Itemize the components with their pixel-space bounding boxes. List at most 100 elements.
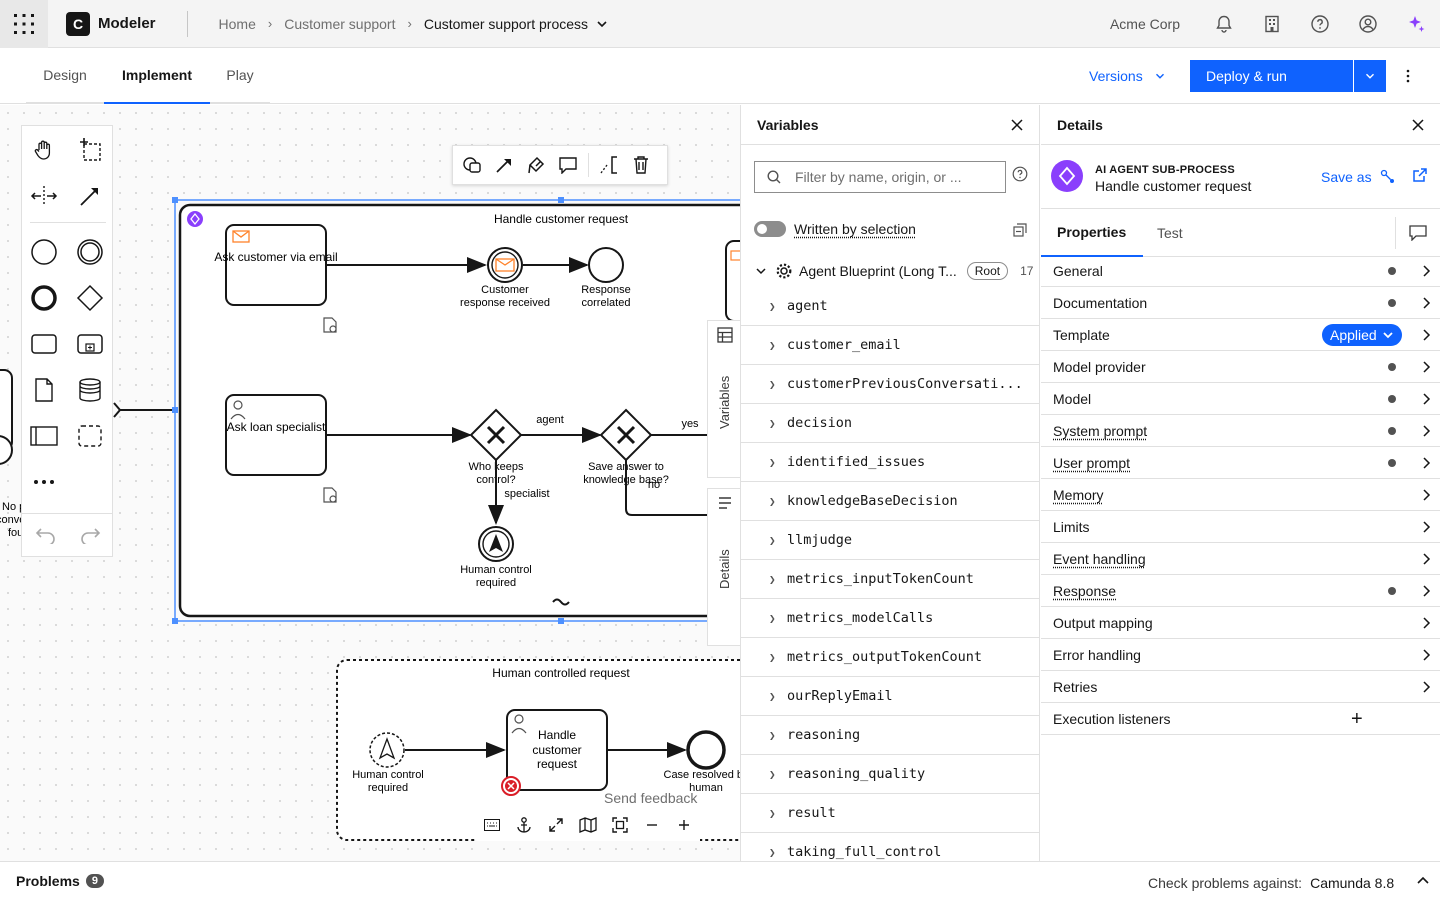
- app-switcher-icon[interactable]: [0, 0, 48, 48]
- tab-implement[interactable]: Implement: [104, 48, 210, 104]
- intermediate-event-tool-icon[interactable]: [72, 234, 108, 270]
- space-tool-icon[interactable]: [26, 178, 62, 214]
- pool-tool-icon[interactable]: [26, 418, 62, 454]
- delete-icon[interactable]: [625, 149, 657, 181]
- variable-item[interactable]: ❯metrics_modelCalls: [741, 599, 1039, 638]
- left-partial-element[interactable]: [0, 369, 174, 465]
- tab-play[interactable]: Play: [210, 48, 270, 104]
- undo-icon[interactable]: [28, 518, 64, 554]
- written-by-selection-toggle[interactable]: Written by selection: [754, 217, 1029, 241]
- property-group-user-prompt[interactable]: User prompt: [1041, 447, 1440, 479]
- ai-sparkle-icon[interactable]: [1392, 0, 1440, 48]
- data-store-tool-icon[interactable]: [72, 372, 108, 408]
- gateway-who-keeps-control[interactable]: Who keeps control?: [468, 408, 524, 486]
- task-ask-loan-specialist[interactable]: Ask loan specialist: [225, 394, 327, 476]
- variables-side-tab[interactable]: Variables: [707, 320, 740, 478]
- gateway-save-answer[interactable]: Save answer to knowledge base?: [583, 408, 669, 486]
- partial-task-right[interactable]: [725, 240, 740, 322]
- save-as-button[interactable]: Save as: [1321, 169, 1396, 185]
- breadcrumb-home[interactable]: Home: [218, 15, 256, 32]
- user-avatar-icon[interactable]: [1344, 0, 1392, 48]
- end-event-case-resolved[interactable]: Case resolved by human: [664, 730, 741, 794]
- group-tool-icon[interactable]: [72, 418, 108, 454]
- task-ask-customer-email[interactable]: Ask customer via email: [214, 224, 338, 306]
- property-group-limits[interactable]: Limits: [1041, 511, 1440, 543]
- variable-item[interactable]: ❯knowledgeBaseDecision: [741, 482, 1039, 521]
- organization-name[interactable]: Acme Corp: [1109, 16, 1180, 32]
- variable-item[interactable]: ❯metrics_outputTokenCount: [741, 638, 1039, 677]
- event-response-correlated[interactable]: Response correlated: [581, 247, 631, 309]
- comment-icon[interactable]: [1409, 225, 1427, 244]
- property-group-output-mapping[interactable]: Output mapping: [1041, 607, 1440, 639]
- breadcrumb-project[interactable]: Customer support: [284, 15, 396, 32]
- notification-icon[interactable]: [1200, 0, 1248, 48]
- event-human-control-required[interactable]: Human control required: [460, 526, 532, 589]
- property-group-system-prompt[interactable]: System prompt: [1041, 415, 1440, 447]
- variable-item[interactable]: ❯decision: [741, 404, 1039, 443]
- task-handle-customer-request[interactable]: Handle customer request: [506, 709, 608, 791]
- property-group-error-handling[interactable]: Error handling: [1041, 639, 1440, 671]
- close-icon[interactable]: [1412, 118, 1424, 131]
- building-icon[interactable]: [1248, 0, 1296, 48]
- property-group-memory[interactable]: Memory: [1041, 479, 1440, 511]
- diagram-canvas[interactable]: Handle customer request Ask customer via…: [0, 105, 740, 861]
- details-side-tab[interactable]: Details: [707, 488, 740, 646]
- paint-format-icon[interactable]: [520, 149, 552, 181]
- event-customer-response-received[interactable]: Customer response received: [460, 247, 550, 309]
- versions-dropdown[interactable]: Versions: [1089, 68, 1167, 84]
- variable-item[interactable]: ❯identified_issues: [741, 443, 1039, 482]
- variable-item[interactable]: ❯ourReplyEmail: [741, 677, 1039, 716]
- comment-icon[interactable]: [552, 149, 584, 181]
- zoom-out-icon[interactable]: [636, 809, 668, 841]
- check-problems-selector[interactable]: Check problems against:Camunda 8.8: [1148, 875, 1394, 891]
- chevron-up-icon[interactable]: [1416, 874, 1430, 891]
- variable-item[interactable]: ❯taking_full_control: [741, 833, 1039, 861]
- property-group-general[interactable]: General: [1041, 255, 1440, 287]
- anchor-icon[interactable]: [508, 809, 540, 841]
- help-icon[interactable]: [1296, 0, 1344, 48]
- start-event-human-control[interactable]: Human control required: [352, 732, 424, 794]
- overflow-menu-icon[interactable]: [1398, 60, 1418, 92]
- zoom-in-icon[interactable]: [668, 809, 700, 841]
- lasso-tool-icon[interactable]: [72, 132, 108, 168]
- minimap-icon[interactable]: [572, 809, 604, 841]
- deploy-run-button[interactable]: Deploy & run: [1190, 60, 1353, 92]
- collapse-all-icon[interactable]: [1013, 223, 1027, 240]
- breadcrumb-current[interactable]: Customer support process: [424, 16, 610, 32]
- end-event-tool-icon[interactable]: [26, 280, 62, 316]
- annotation-icon[interactable]: [593, 149, 625, 181]
- toggle-switch[interactable]: [754, 221, 786, 237]
- replace-icon[interactable]: [456, 149, 488, 181]
- variable-item[interactable]: ❯result: [741, 794, 1039, 833]
- app-logo[interactable]: C Modeler: [66, 11, 156, 36]
- data-object-tool-icon[interactable]: [26, 372, 62, 408]
- variable-item[interactable]: ❯metrics_inputTokenCount: [741, 560, 1039, 599]
- error-boundary-icon[interactable]: [501, 776, 521, 796]
- property-group-model-provider[interactable]: Model provider: [1041, 351, 1440, 383]
- property-group-event-handling[interactable]: Event handling: [1041, 543, 1440, 575]
- variable-item[interactable]: ❯reasoning: [741, 716, 1039, 755]
- start-event-tool-icon[interactable]: [26, 234, 62, 270]
- variable-item[interactable]: ❯llmjudge: [741, 521, 1039, 560]
- variable-root-row[interactable]: Agent Blueprint (Long T... Root 17: [741, 255, 1039, 287]
- gateway-tool-icon[interactable]: [72, 280, 108, 316]
- connect-tool-icon[interactable]: [72, 178, 108, 214]
- open-external-icon[interactable]: [1412, 167, 1428, 186]
- problems-toggle[interactable]: Problems 9: [16, 873, 104, 889]
- close-icon[interactable]: [1011, 118, 1023, 131]
- variable-item[interactable]: ❯agent: [741, 287, 1039, 326]
- append-connection-icon[interactable]: [488, 149, 520, 181]
- tab-test[interactable]: Test: [1157, 225, 1183, 241]
- help-icon[interactable]: [1012, 166, 1028, 185]
- variable-item[interactable]: ❯customerPreviousConversati...: [741, 365, 1039, 404]
- redo-icon[interactable]: [72, 518, 108, 554]
- variables-filter-input[interactable]: Filter by name, origin, or ...: [754, 161, 1006, 193]
- variable-item[interactable]: ❯customer_email: [741, 326, 1039, 365]
- more-tools-icon[interactable]: [26, 464, 62, 500]
- task-tool-icon[interactable]: [26, 326, 62, 362]
- property-group-documentation[interactable]: Documentation: [1041, 287, 1440, 319]
- add-icon[interactable]: +: [1351, 708, 1363, 730]
- property-group-execution-listeners[interactable]: Execution listeners +: [1041, 703, 1440, 735]
- send-feedback-link[interactable]: Send feedback: [604, 790, 698, 806]
